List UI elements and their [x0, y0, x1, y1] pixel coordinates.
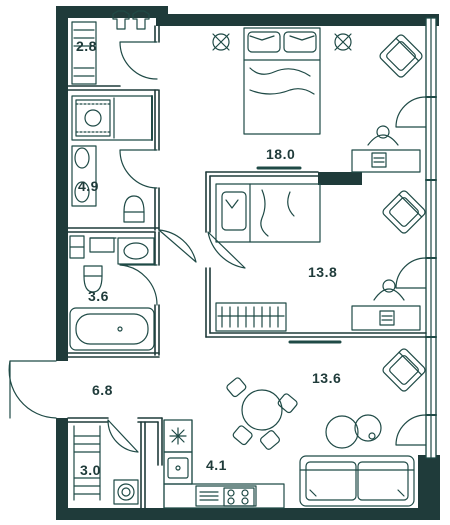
shower-icon — [71, 95, 153, 141]
exterior-walls — [56, 6, 440, 520]
area-label-hall: 6.8 — [92, 382, 113, 398]
washing-machine-icon — [113, 479, 139, 505]
area-label-bathroom-2: 3.6 — [88, 288, 109, 304]
area-label-living: 13.6 — [312, 370, 342, 386]
bed-icon — [243, 27, 321, 135]
desk-icon — [351, 305, 421, 331]
area-label-bathroom-1: 4.9 — [78, 178, 99, 194]
area-label-bedroom-2: 13.8 — [308, 264, 338, 280]
stove-icon — [195, 485, 257, 507]
door-icon — [8, 41, 427, 453]
dining-table-icon — [226, 377, 298, 450]
area-label-bedroom-1: 18.0 — [266, 146, 296, 162]
armchair-icon — [382, 348, 426, 392]
sink-icon — [71, 145, 97, 207]
armchair-icon — [379, 34, 423, 78]
toilet-icon — [123, 195, 145, 223]
sink-icon — [163, 451, 193, 485]
washing-machine-icon — [69, 235, 85, 259]
sink-icon — [89, 237, 155, 265]
fridge-icon — [163, 419, 193, 453]
area-label-wardrobe: 2.8 — [76, 38, 97, 54]
armchair-icon — [382, 190, 426, 234]
chair-icon — [367, 125, 399, 146]
window-strip — [425, 17, 437, 459]
bed-icon — [215, 183, 321, 243]
wardrobe-closet — [71, 10, 150, 85]
chair-icon — [373, 279, 405, 301]
sofa-icon — [299, 455, 415, 507]
toilet-icon — [83, 265, 103, 293]
coffee-table-icon — [325, 414, 382, 449]
desk-icon — [351, 149, 421, 173]
drying-rack — [73, 425, 101, 501]
wardrobe-closet — [215, 302, 287, 332]
interior-walls — [67, 25, 427, 509]
area-label-kitchen: 4.1 — [206, 457, 227, 473]
plant-icon — [212, 33, 352, 51]
bathtub-icon — [69, 307, 155, 351]
kitchen-counter — [163, 419, 285, 509]
area-label-laundry: 3.0 — [80, 462, 101, 478]
